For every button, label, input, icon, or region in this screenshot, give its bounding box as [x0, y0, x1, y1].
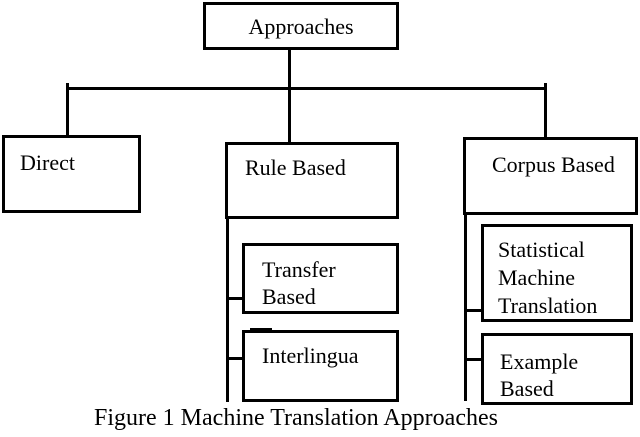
node-corpus-based-label: Corpus Based: [492, 152, 615, 177]
connector-to-interlingua: [226, 357, 244, 360]
connector-spine-corpus-based: [464, 214, 467, 401]
node-transfer-based-label: Transfer Based: [262, 257, 336, 309]
node-interlingua-label: Interlingua: [262, 343, 359, 368]
connector-horizontal-bus: [66, 87, 547, 90]
connector-drop-rule-based: [288, 87, 291, 143]
figure-caption: Figure 1 Machine Translation Approaches: [94, 405, 498, 431]
connector-spine-rule-based: [226, 217, 229, 402]
connector-to-transfer-based: [226, 297, 244, 300]
node-example-based: Example Based: [481, 333, 633, 405]
node-statistical-mt-label: Statistical Machine Translation: [498, 237, 598, 318]
node-statistical-machine-translation: Statistical Machine Translation: [481, 224, 633, 322]
connector-to-example-based: [464, 358, 483, 361]
node-corpus-based: Corpus Based: [463, 137, 638, 215]
node-approaches: Approaches: [203, 2, 399, 50]
connector-drop-corpus-based: [544, 83, 547, 138]
node-rule-based-label: Rule Based: [245, 155, 346, 180]
node-transfer-based: Transfer Based: [242, 243, 399, 314]
node-approaches-label: Approaches: [248, 13, 354, 39]
node-direct: Direct: [2, 135, 141, 213]
node-interlingua: Interlingua: [242, 330, 399, 402]
node-rule-based: Rule Based: [225, 142, 399, 219]
connector-to-statistical-mt: [464, 309, 483, 312]
connector-drop-direct: [66, 83, 69, 137]
node-example-based-label: Example Based: [500, 349, 579, 401]
connector-root-vertical: [288, 50, 291, 90]
node-direct-label: Direct: [20, 150, 75, 175]
